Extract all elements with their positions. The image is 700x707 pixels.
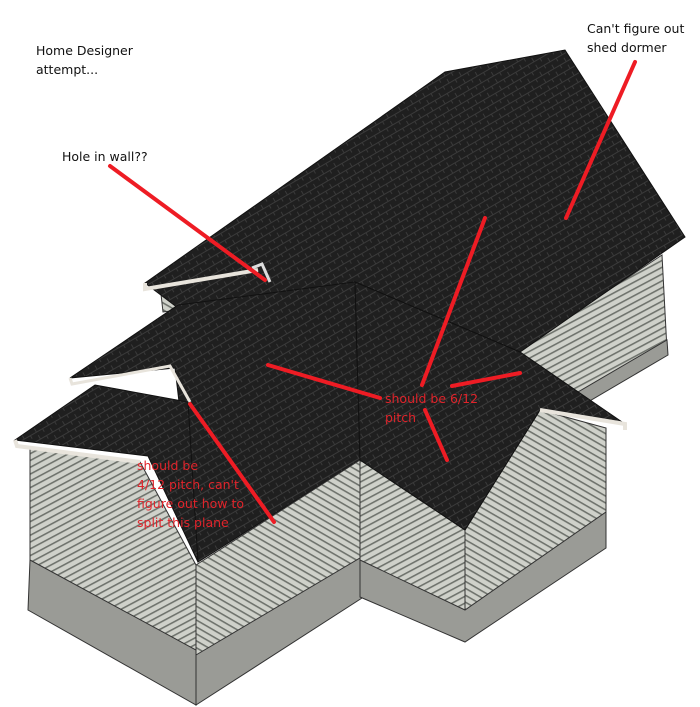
hole-in-wall — [251, 262, 272, 283]
pitch-pointer-line-4 — [423, 408, 449, 462]
left-wing-fascia — [13, 439, 141, 464]
rear-fascia — [143, 268, 259, 292]
hole-note: Hole in wall?? — [62, 149, 148, 164]
middle-fascia — [68, 364, 192, 403]
pitch-pointer-line-3 — [450, 371, 522, 388]
pitch-pointer-line-1 — [420, 216, 487, 387]
pitch-pointer-line-2 — [266, 363, 382, 400]
pitch-4-12-note: should be 4/12 pitch, can't figure out h… — [137, 458, 245, 530]
left-wing-roof — [13, 384, 199, 563]
annotation-lines — [108, 60, 637, 524]
dormer-note: Can't figure out shed dormer — [587, 21, 685, 55]
dormer-pointer-line — [564, 60, 637, 220]
right-foundation — [359, 511, 607, 643]
split-plane-pointer-line — [188, 402, 276, 524]
right-fascia — [539, 408, 627, 430]
title-note: Home Designer attempt... — [36, 43, 133, 77]
hole-pointer-line — [108, 164, 267, 282]
pitch-6-12-note: should be 6/12 pitch — [385, 391, 479, 425]
